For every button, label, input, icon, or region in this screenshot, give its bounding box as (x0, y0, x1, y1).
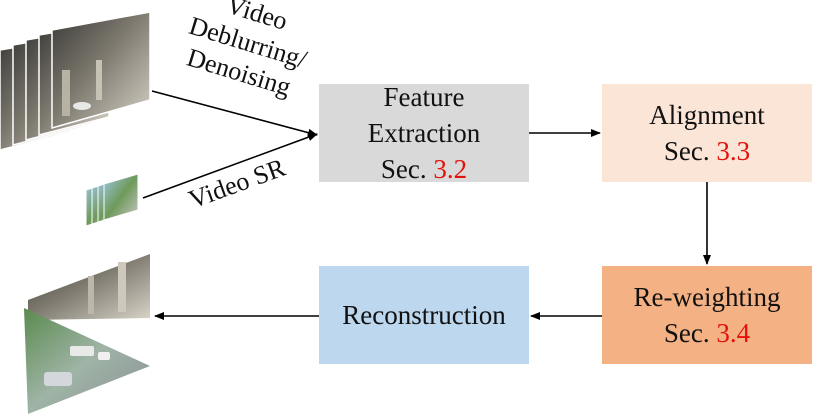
section-ref-3-3: 3.3 (716, 136, 751, 166)
alignment-section: Sec. 3.3 (664, 133, 750, 169)
feature-extraction-line1: Feature (383, 82, 465, 112)
stacked-low-res-frames-icon (85, 173, 139, 227)
feature-extraction-line2: Extraction (367, 118, 481, 148)
reconstruction-title: Reconstruction (342, 300, 506, 330)
reweighting-section: Sec. 3.4 (664, 315, 750, 351)
alignment-title: Alignment (649, 100, 765, 130)
reconstruction-node: Reconstruction (319, 266, 529, 364)
restored-output-frames-icon (24, 254, 150, 414)
sr-input-arrow (142, 133, 318, 199)
alignment-node: Alignment Sec. 3.3 (602, 84, 812, 182)
reweighting-node: Re-weighting Sec. 3.4 (602, 266, 812, 364)
section-ref-3-2: 3.2 (433, 154, 468, 184)
reweighting-title: Re-weighting (633, 282, 781, 312)
stacked-video-frames-icon (0, 11, 151, 151)
feature-extraction-node: Feature Extraction Sec. 3.2 (319, 82, 529, 184)
feature-extraction-section: Sec. 3.2 (381, 151, 467, 187)
section-prefix: Sec. (663, 136, 717, 166)
section-prefix: Sec. (380, 154, 434, 184)
section-ref-3-4: 3.4 (716, 318, 751, 348)
section-prefix: Sec. (663, 318, 717, 348)
deblur-input-arrow (151, 90, 318, 137)
